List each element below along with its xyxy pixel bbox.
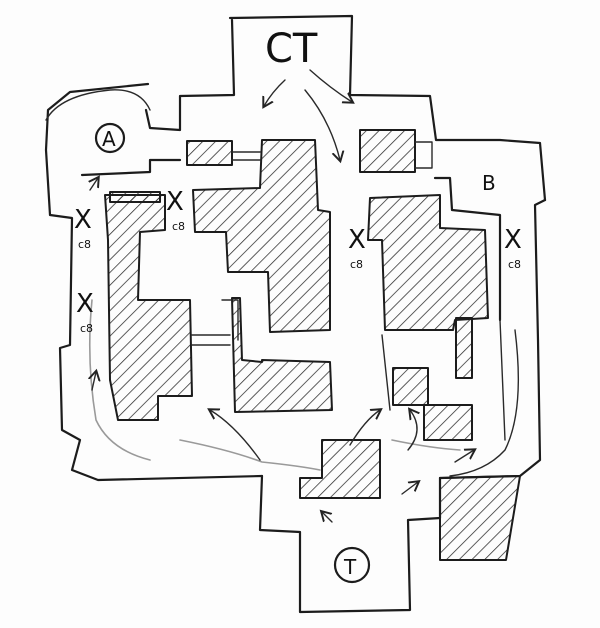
marker-x: X bbox=[74, 205, 92, 235]
marker-x: X bbox=[348, 225, 366, 255]
ledge-mid bbox=[192, 335, 230, 345]
obstacle-b-main-block bbox=[368, 195, 488, 330]
arrow-ct-left bbox=[264, 80, 285, 106]
obstacle-middle-block bbox=[193, 140, 330, 332]
inner-left-wall bbox=[82, 160, 180, 175]
route-center bbox=[180, 440, 320, 470]
ledge-ct-right bbox=[415, 142, 432, 168]
obstacle-b-lower-right bbox=[424, 405, 472, 440]
arrow-t-right bbox=[402, 482, 418, 494]
site-a-label: A bbox=[102, 127, 116, 151]
arrow-a-up bbox=[90, 178, 98, 190]
obstacle-top-left-box bbox=[187, 141, 232, 165]
a-site-curve bbox=[46, 90, 150, 120]
marker-note: c8 bbox=[508, 258, 521, 271]
marker-x: X bbox=[504, 225, 522, 255]
marker-note: c8 bbox=[78, 238, 91, 251]
route-right bbox=[392, 440, 460, 450]
obstacle-b-lower-box bbox=[393, 368, 428, 405]
ct-spawn-left-wall bbox=[146, 20, 234, 130]
site-b-label: B bbox=[482, 171, 496, 195]
obstacle-a-small-box bbox=[110, 192, 160, 202]
marker-x: X bbox=[76, 289, 94, 319]
t-spawn-label: T bbox=[343, 555, 357, 579]
arrow-left-up bbox=[92, 372, 96, 390]
arrow-ct-right bbox=[310, 70, 352, 102]
marker-x: X bbox=[166, 187, 184, 217]
ct-spawn-label: CT bbox=[265, 26, 318, 72]
ledge-ct-left bbox=[232, 152, 260, 160]
marker-note: c8 bbox=[350, 258, 363, 271]
marker-note: c8 bbox=[172, 220, 185, 233]
arrow-t-up bbox=[322, 512, 332, 522]
obstacle-ct-right-box bbox=[360, 130, 415, 172]
marker-note: c8 bbox=[80, 322, 93, 335]
obstacle-right-corner bbox=[440, 476, 520, 560]
arrow-b-right bbox=[455, 450, 474, 462]
obstacle-b-pillar bbox=[456, 318, 472, 378]
